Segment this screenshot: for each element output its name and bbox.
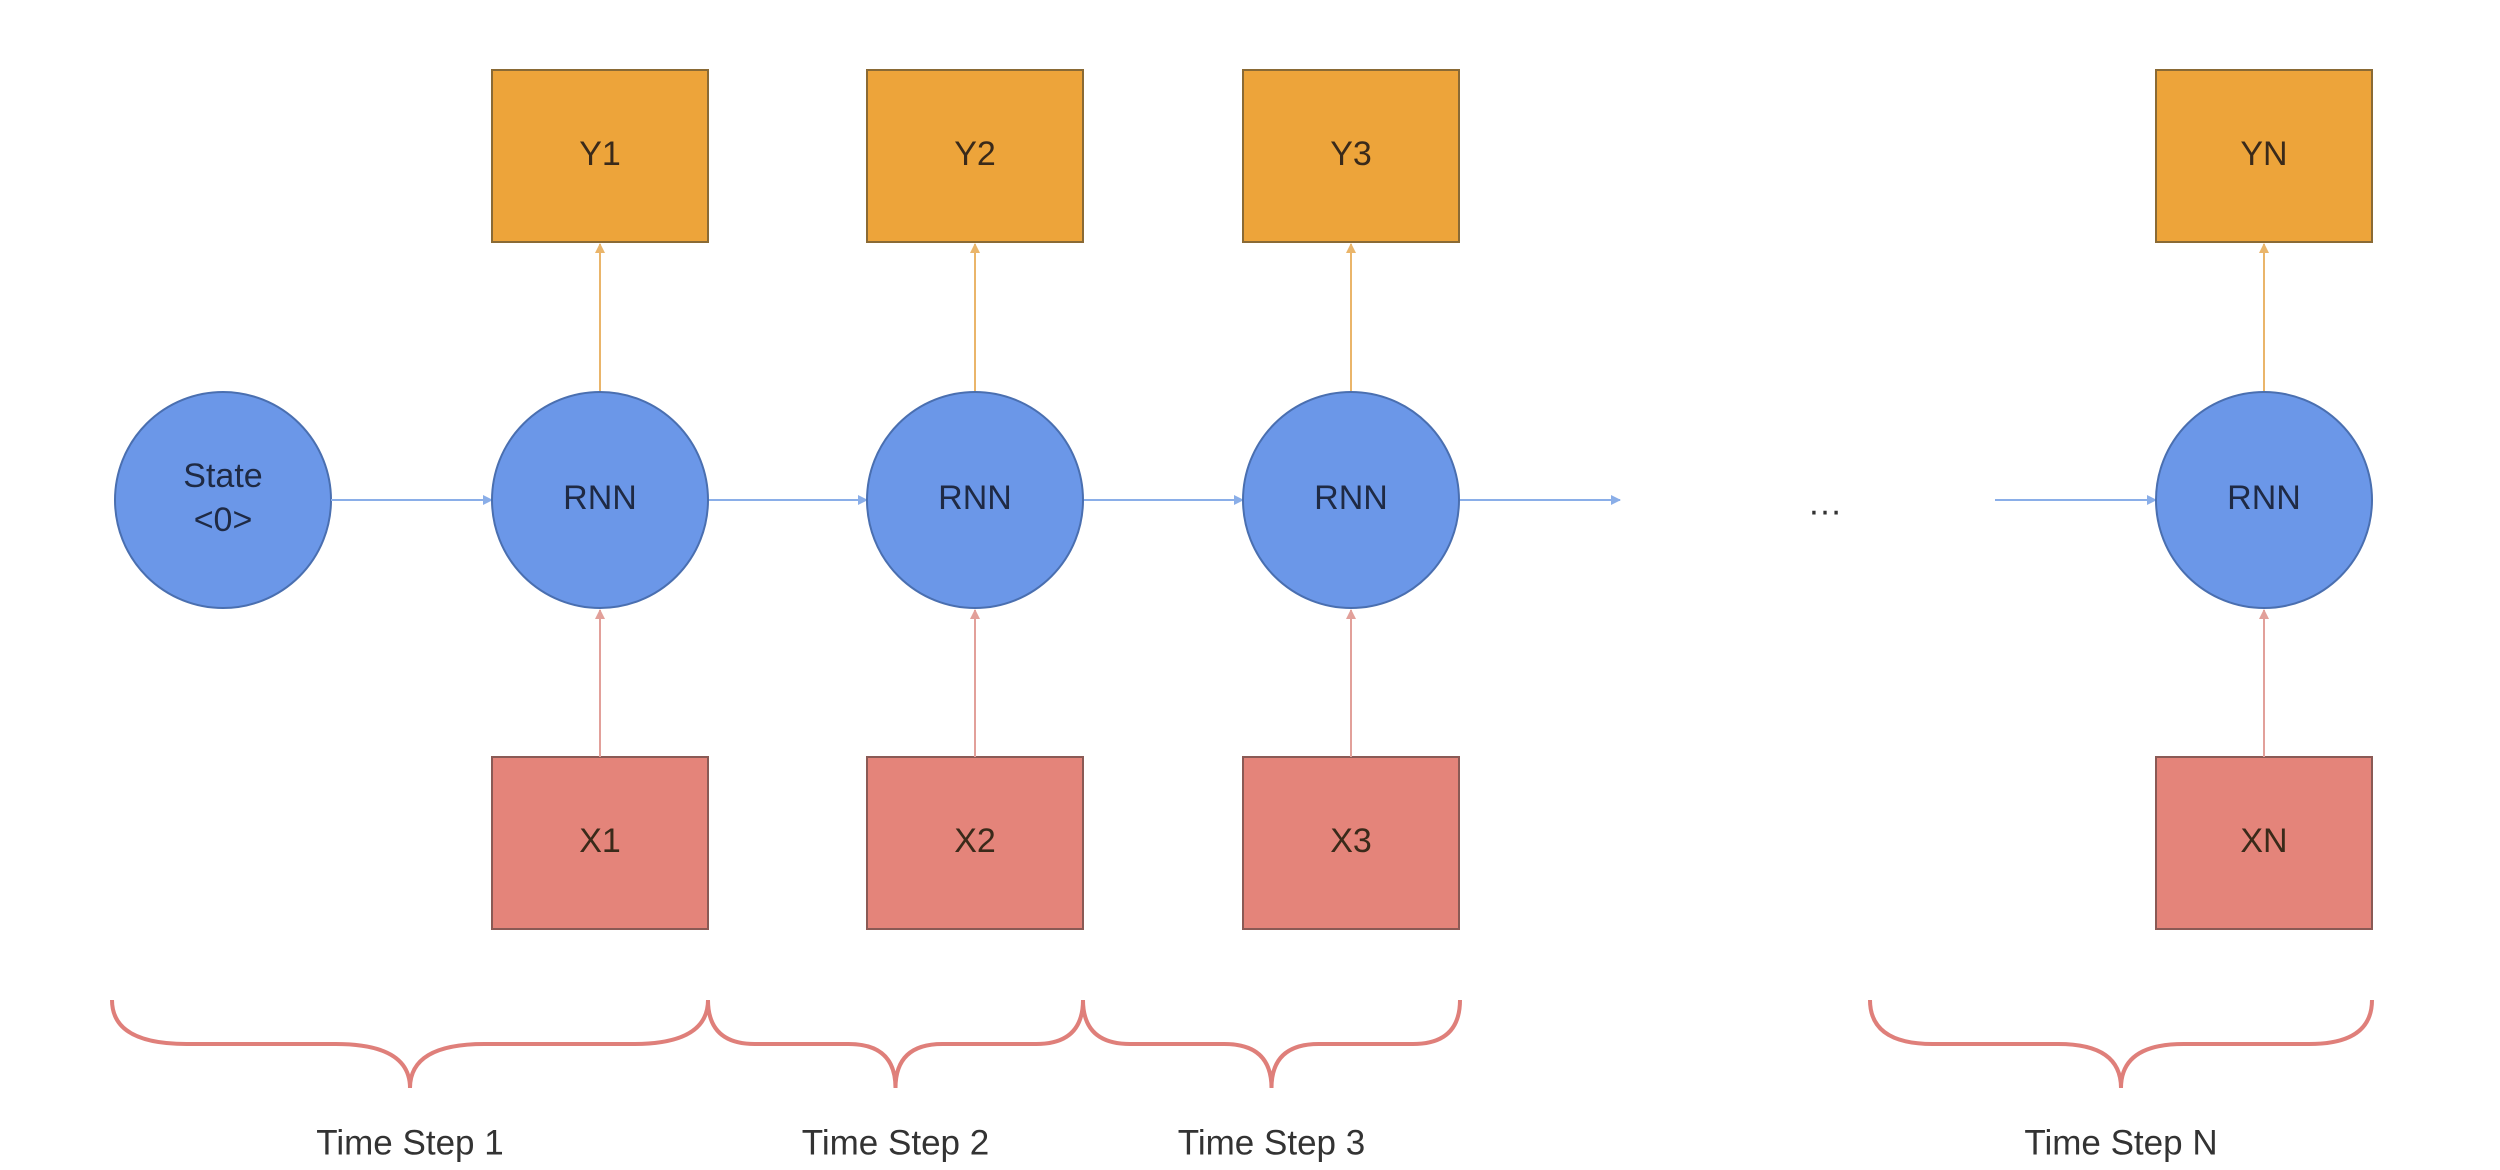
output-box xyxy=(1242,69,1460,243)
rnn-node xyxy=(1242,391,1460,609)
output-label: Y2 xyxy=(954,135,996,173)
time-step-brace-2 xyxy=(706,999,1085,1089)
output-box xyxy=(866,69,1084,243)
input-box xyxy=(866,756,1084,930)
input-box xyxy=(2155,756,2373,930)
rnn-label: RNN xyxy=(2227,479,2301,517)
output-label: YN xyxy=(2240,135,2287,173)
rnn-label: RNN xyxy=(938,479,1012,517)
input-box xyxy=(491,756,709,930)
output-box xyxy=(2155,69,2373,243)
rnn-label: RNN xyxy=(563,479,637,517)
time-step-caption: Time Step 3 xyxy=(1178,1123,1365,1162)
output-box xyxy=(491,69,709,243)
input-label: X2 xyxy=(954,822,996,860)
time-step-brace-3 xyxy=(1081,999,1462,1089)
input-label: X3 xyxy=(1330,822,1372,860)
output-label: Y3 xyxy=(1330,135,1372,173)
input-label: X1 xyxy=(579,822,621,860)
time-step-caption: Time Step 1 xyxy=(316,1123,503,1162)
ellipsis-text: … xyxy=(1808,483,1843,522)
rnn-label: RNN xyxy=(1314,479,1388,517)
time-step-brace-4 xyxy=(1868,999,2374,1089)
time-step-brace-1 xyxy=(110,999,710,1089)
initial-state-label-line2: <0> xyxy=(194,501,253,539)
output-label: Y1 xyxy=(579,135,621,173)
time-step-caption: Time Step 2 xyxy=(802,1123,989,1162)
rnn-node xyxy=(2155,391,2373,609)
time-step-caption: Time Step N xyxy=(2024,1123,2217,1162)
initial-state-label-line1: State xyxy=(183,457,262,495)
time-step-4: YN RNN XN xyxy=(2155,69,2373,930)
rnn-node xyxy=(866,391,1084,609)
input-box xyxy=(1242,756,1460,930)
input-label: XN xyxy=(2240,822,2287,860)
rnn-node xyxy=(491,391,709,609)
